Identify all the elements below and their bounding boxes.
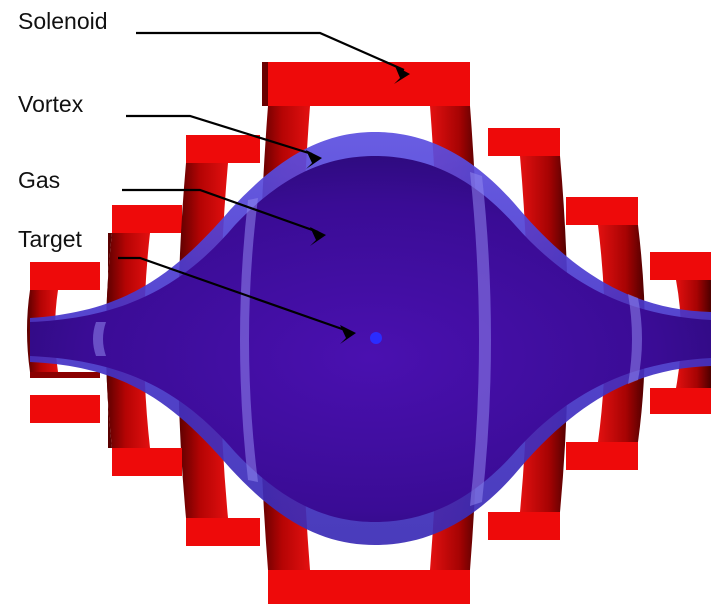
target-dot <box>370 332 382 344</box>
label-target: Target <box>18 228 82 251</box>
label-vortex: Vortex <box>18 93 83 116</box>
label-gas: Gas <box>18 169 60 192</box>
label-solenoid: Solenoid <box>18 10 108 33</box>
